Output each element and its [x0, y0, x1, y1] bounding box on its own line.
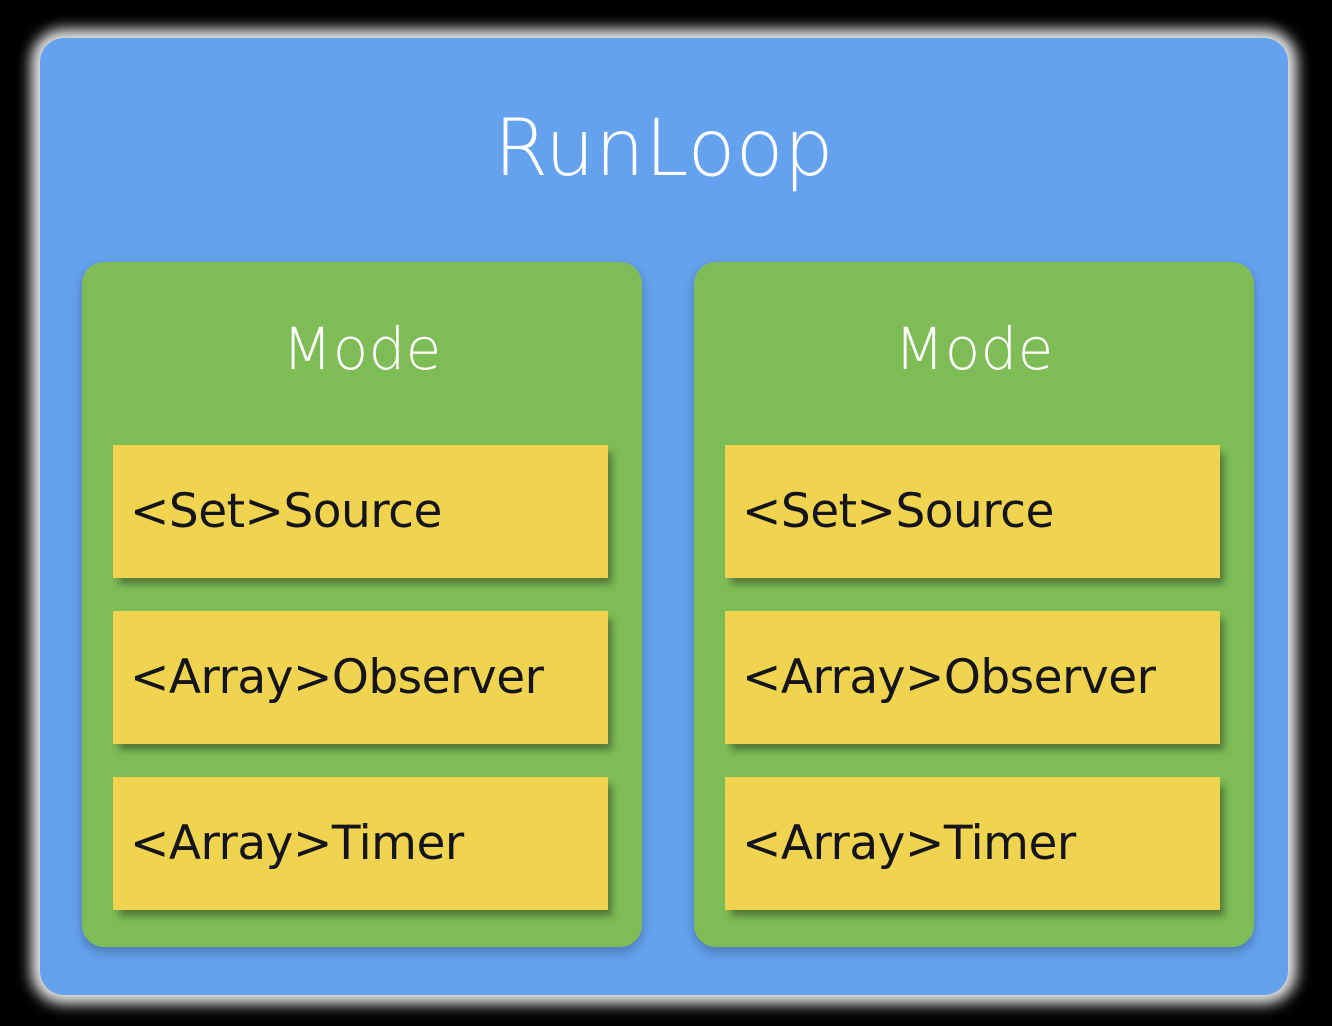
- mode-box-right: Mode <Set>Source <Array>Observer <Array>…: [694, 262, 1254, 947]
- mode-title-right: Mode: [894, 315, 1054, 383]
- mode-item-observer-right: <Array>Observer: [725, 611, 1220, 744]
- mode-items-left: <Set>Source <Array>Observer <Array>Timer: [113, 445, 608, 910]
- mode-item-timer-right: <Array>Timer: [725, 777, 1220, 910]
- mode-items-right: <Set>Source <Array>Observer <Array>Timer: [725, 445, 1220, 910]
- mode-title-left: Mode: [282, 315, 442, 383]
- mode-item-source-left: <Set>Source: [113, 445, 608, 578]
- mode-item-source-right: <Set>Source: [725, 445, 1220, 578]
- mode-item-label: <Array>Observer: [130, 650, 544, 705]
- mode-item-observer-left: <Array>Observer: [113, 611, 608, 744]
- mode-box-left: Mode <Set>Source <Array>Observer <Array>…: [82, 262, 642, 947]
- mode-item-label: <Array>Timer: [742, 816, 1076, 871]
- mode-item-label: <Set>Source: [742, 484, 1054, 539]
- runloop-container: RunLoop Mode <Set>Source <Array>Observer…: [40, 38, 1288, 995]
- mode-item-timer-left: <Array>Timer: [113, 777, 608, 910]
- mode-item-label: <Array>Observer: [742, 650, 1156, 705]
- mode-item-label: <Set>Source: [130, 484, 442, 539]
- mode-row: Mode <Set>Source <Array>Observer <Array>…: [82, 262, 1254, 947]
- mode-item-label: <Array>Timer: [130, 816, 464, 871]
- runloop-title: RunLoop: [493, 104, 835, 194]
